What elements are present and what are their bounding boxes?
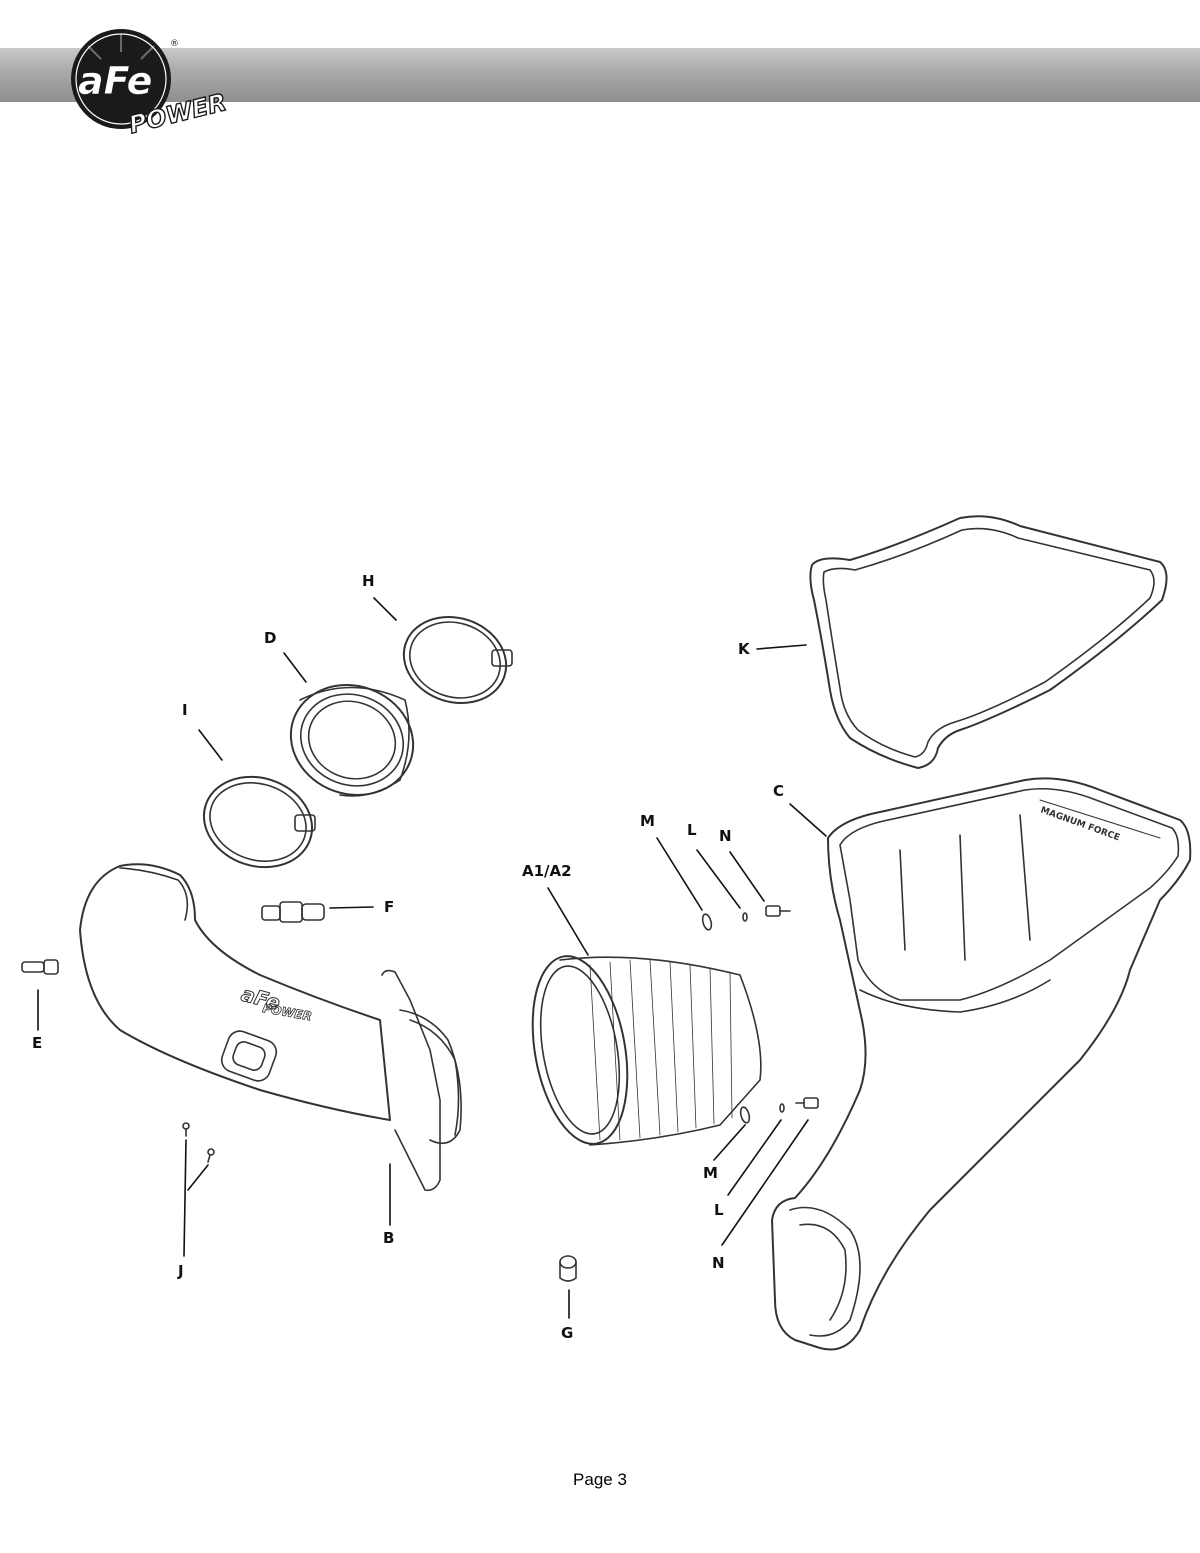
logo-registered-mark: ® [170,39,179,49]
label-i: I [182,701,188,719]
label-h: H [362,572,375,590]
label-l-top: L [687,821,697,839]
label-n-bottom: N [712,1254,725,1272]
part-i-clamp [202,775,316,869]
label-n-top: N [719,827,732,845]
airbox-brand-text: MAGNUM FORCE [1039,805,1121,843]
label-k: K [738,640,750,658]
label-b: B [383,1229,395,1247]
label-a1-a2: A1/A2 [522,862,572,880]
part-g-plug [559,1255,577,1282]
label-j: J [178,1262,184,1280]
afe-power-logo: aFe POWER ® [71,29,230,134]
part-h-clamp [402,615,513,705]
page-number: Page 3 [573,1470,627,1489]
label-l-bottom: L [714,1201,724,1219]
part-a-air-filter [531,955,762,1146]
hardware-bottom-group [739,1097,819,1124]
label-m-top: M [640,812,655,830]
hardware-top-group [701,905,791,931]
label-f: F [384,898,395,916]
part-j-screws [182,1122,215,1163]
header-bar [0,48,1200,102]
label-d: D [264,629,277,647]
leader-lines [37,597,827,1319]
label-c: C [773,782,785,800]
part-f-fitting [261,901,325,923]
tube-logo-subtext: POWER [261,1001,312,1023]
part-b-intake-tube: aFe POWER [79,863,462,1192]
label-m-bottom: M [703,1164,718,1182]
part-d-coupler [289,684,415,797]
part-k-gasket [809,515,1168,769]
label-e: E [32,1034,43,1052]
label-g: G [561,1324,574,1342]
part-c-airbox: MAGNUM FORCE [771,777,1192,1351]
logo-text: aFe [78,59,152,103]
part-e-sensor [21,959,59,975]
